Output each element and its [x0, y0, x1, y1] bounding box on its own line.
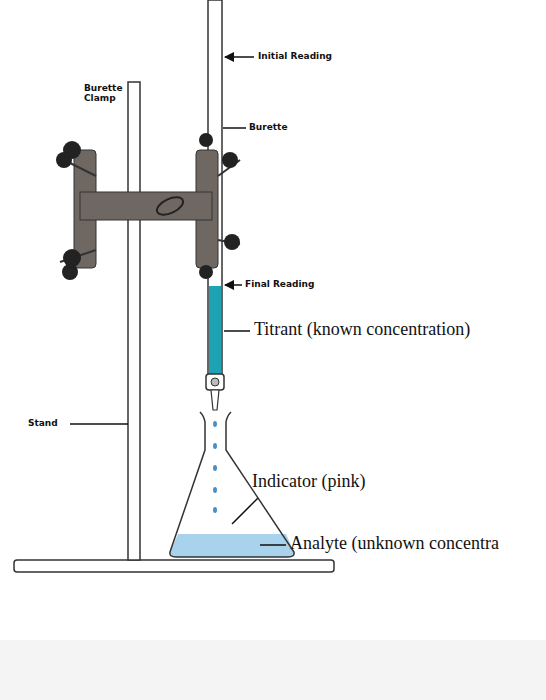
stopcock	[206, 374, 224, 410]
stand-rod	[128, 82, 140, 560]
titrant-label: Titrant (known concentration)	[254, 320, 470, 340]
part-label: Stand	[28, 419, 58, 429]
analyte-liquid	[170, 534, 294, 557]
stand-base	[14, 560, 334, 572]
part-label: Burette	[249, 123, 288, 133]
indicator-label: Indicator (pink)	[252, 472, 365, 492]
reading-label: Final Reading	[245, 280, 314, 290]
titrant-drops	[213, 421, 217, 513]
titrant-liquid	[209, 286, 221, 374]
analyte-label: Analyte (unknown concentra	[290, 534, 499, 554]
part-label: Burette Clamp	[84, 84, 124, 104]
reading-label: Initial Reading	[258, 52, 332, 62]
ground-band	[0, 640, 546, 700]
burette-clamp	[56, 133, 240, 280]
